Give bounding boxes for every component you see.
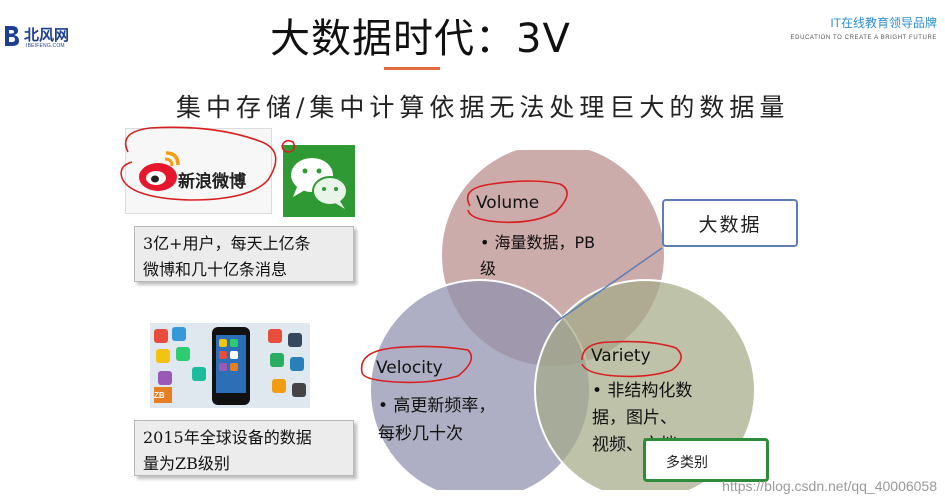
weibo-label: 新浪微博	[178, 172, 246, 192]
url-watermark: https://blog.csdn.net/qq_40006058	[722, 478, 937, 494]
zb-badge: ZB	[154, 391, 165, 400]
app-icons-image: ZB	[150, 323, 310, 408]
logo-mark-icon	[5, 26, 19, 46]
weibo-stats-note: 3亿+用户，每天上亿条 微博和几十亿条消息	[134, 226, 354, 282]
velocity-description: • 高更新频率， 每秒几十次	[378, 396, 496, 444]
variety-label: Variety	[591, 346, 651, 366]
logo-text: 北风网	[24, 26, 70, 44]
device-data-note: 2015年全球设备的数据 量为ZB级别	[134, 420, 354, 476]
volume-label: Volume	[476, 193, 540, 213]
logo: 北风网 IBEIFENG.COM	[2, 22, 72, 52]
weibo-icon	[139, 151, 180, 191]
slide-subtitle: 集中存储/集中计算依据无法处理巨大的数据量	[176, 93, 790, 122]
smartphone-apps-icon	[150, 323, 310, 408]
brand-subline: EDUCATION TO CREATE A BRIGHT FUTURE	[790, 35, 937, 41]
venn-diagram	[369, 150, 756, 490]
big-data-callout: 大数据	[662, 199, 798, 247]
wechat-logo-card	[283, 145, 355, 217]
slide-title: 大数据时代：3V	[270, 16, 571, 62]
velocity-label: Velocity	[376, 358, 443, 378]
variety-tag-chip: 多类别	[643, 438, 769, 482]
wechat-icon	[291, 158, 348, 209]
logo-subtext: IBEIFENG.COM	[26, 43, 65, 49]
volume-description: • 海量数据，PB 级	[480, 233, 596, 278]
weibo-logo-card: 新浪微博	[125, 128, 272, 214]
title-underline	[384, 67, 440, 70]
brand-tagline: IT在线教育领导品牌	[830, 16, 937, 30]
